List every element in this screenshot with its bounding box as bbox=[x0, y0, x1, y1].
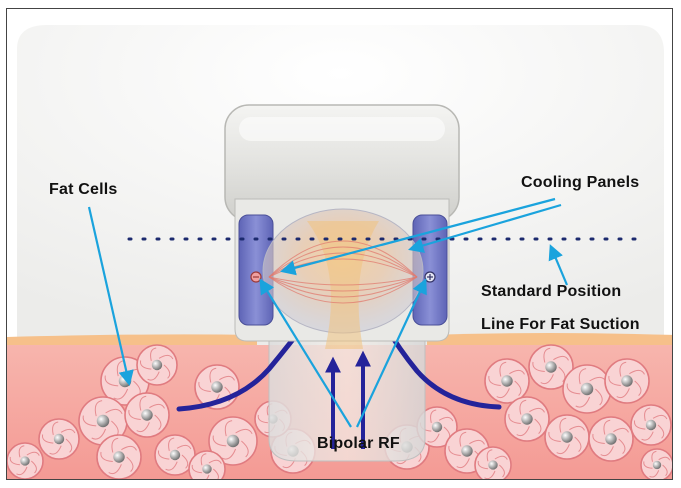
standard-position-arrow bbox=[548, 244, 569, 286]
device-cap-highlight bbox=[239, 117, 445, 141]
fat-cells-arrow bbox=[87, 206, 134, 387]
bipolar-rf-arrow-left bbox=[259, 278, 352, 428]
fat-cell bbox=[38, 418, 80, 460]
fat-cell bbox=[544, 414, 590, 460]
fat-cell bbox=[604, 358, 650, 404]
rf-field-line bbox=[268, 276, 418, 292]
minus-electrode-icon bbox=[250, 271, 262, 283]
fat-cell bbox=[136, 344, 178, 386]
plus-electrode-icon bbox=[424, 271, 436, 283]
rf-field-line bbox=[268, 276, 418, 304]
fat-cell bbox=[588, 416, 634, 462]
cooling-panels-arrow-left bbox=[280, 197, 556, 276]
fat-cell bbox=[528, 344, 574, 390]
fat-cell bbox=[78, 396, 128, 446]
diagram-frame: Fat Cells Cooling Panels Standard Positi… bbox=[6, 8, 673, 480]
fat-cell bbox=[562, 364, 612, 414]
fat-cell bbox=[96, 434, 142, 479]
diagram-canvas bbox=[7, 9, 672, 479]
fat-cells-label: Fat Cells bbox=[49, 181, 118, 198]
fat-cell bbox=[188, 450, 226, 479]
fat-cell bbox=[7, 442, 44, 479]
rf-field-line bbox=[268, 276, 418, 298]
bipolar-rf-label: Bipolar RF bbox=[317, 435, 400, 452]
fat-cell bbox=[640, 448, 672, 479]
rf-field-line bbox=[268, 276, 418, 286]
fat-cell bbox=[124, 392, 170, 438]
fat-cell bbox=[154, 434, 196, 476]
fat-cell bbox=[504, 396, 550, 442]
fat-cell bbox=[474, 446, 512, 479]
bipolar-rf-arrow-right bbox=[356, 278, 427, 428]
cooling-panels-arrow-right bbox=[408, 203, 562, 253]
fat-suction-line-label: Line For Fat Suction bbox=[481, 316, 640, 333]
fat-cell bbox=[484, 358, 530, 404]
fat-cell bbox=[630, 404, 672, 446]
standard-position-label: Standard Position bbox=[481, 283, 622, 300]
suction-chamber bbox=[268, 328, 426, 462]
cooling-panels-label: Cooling Panels bbox=[521, 174, 640, 191]
fat-cell bbox=[208, 416, 258, 466]
